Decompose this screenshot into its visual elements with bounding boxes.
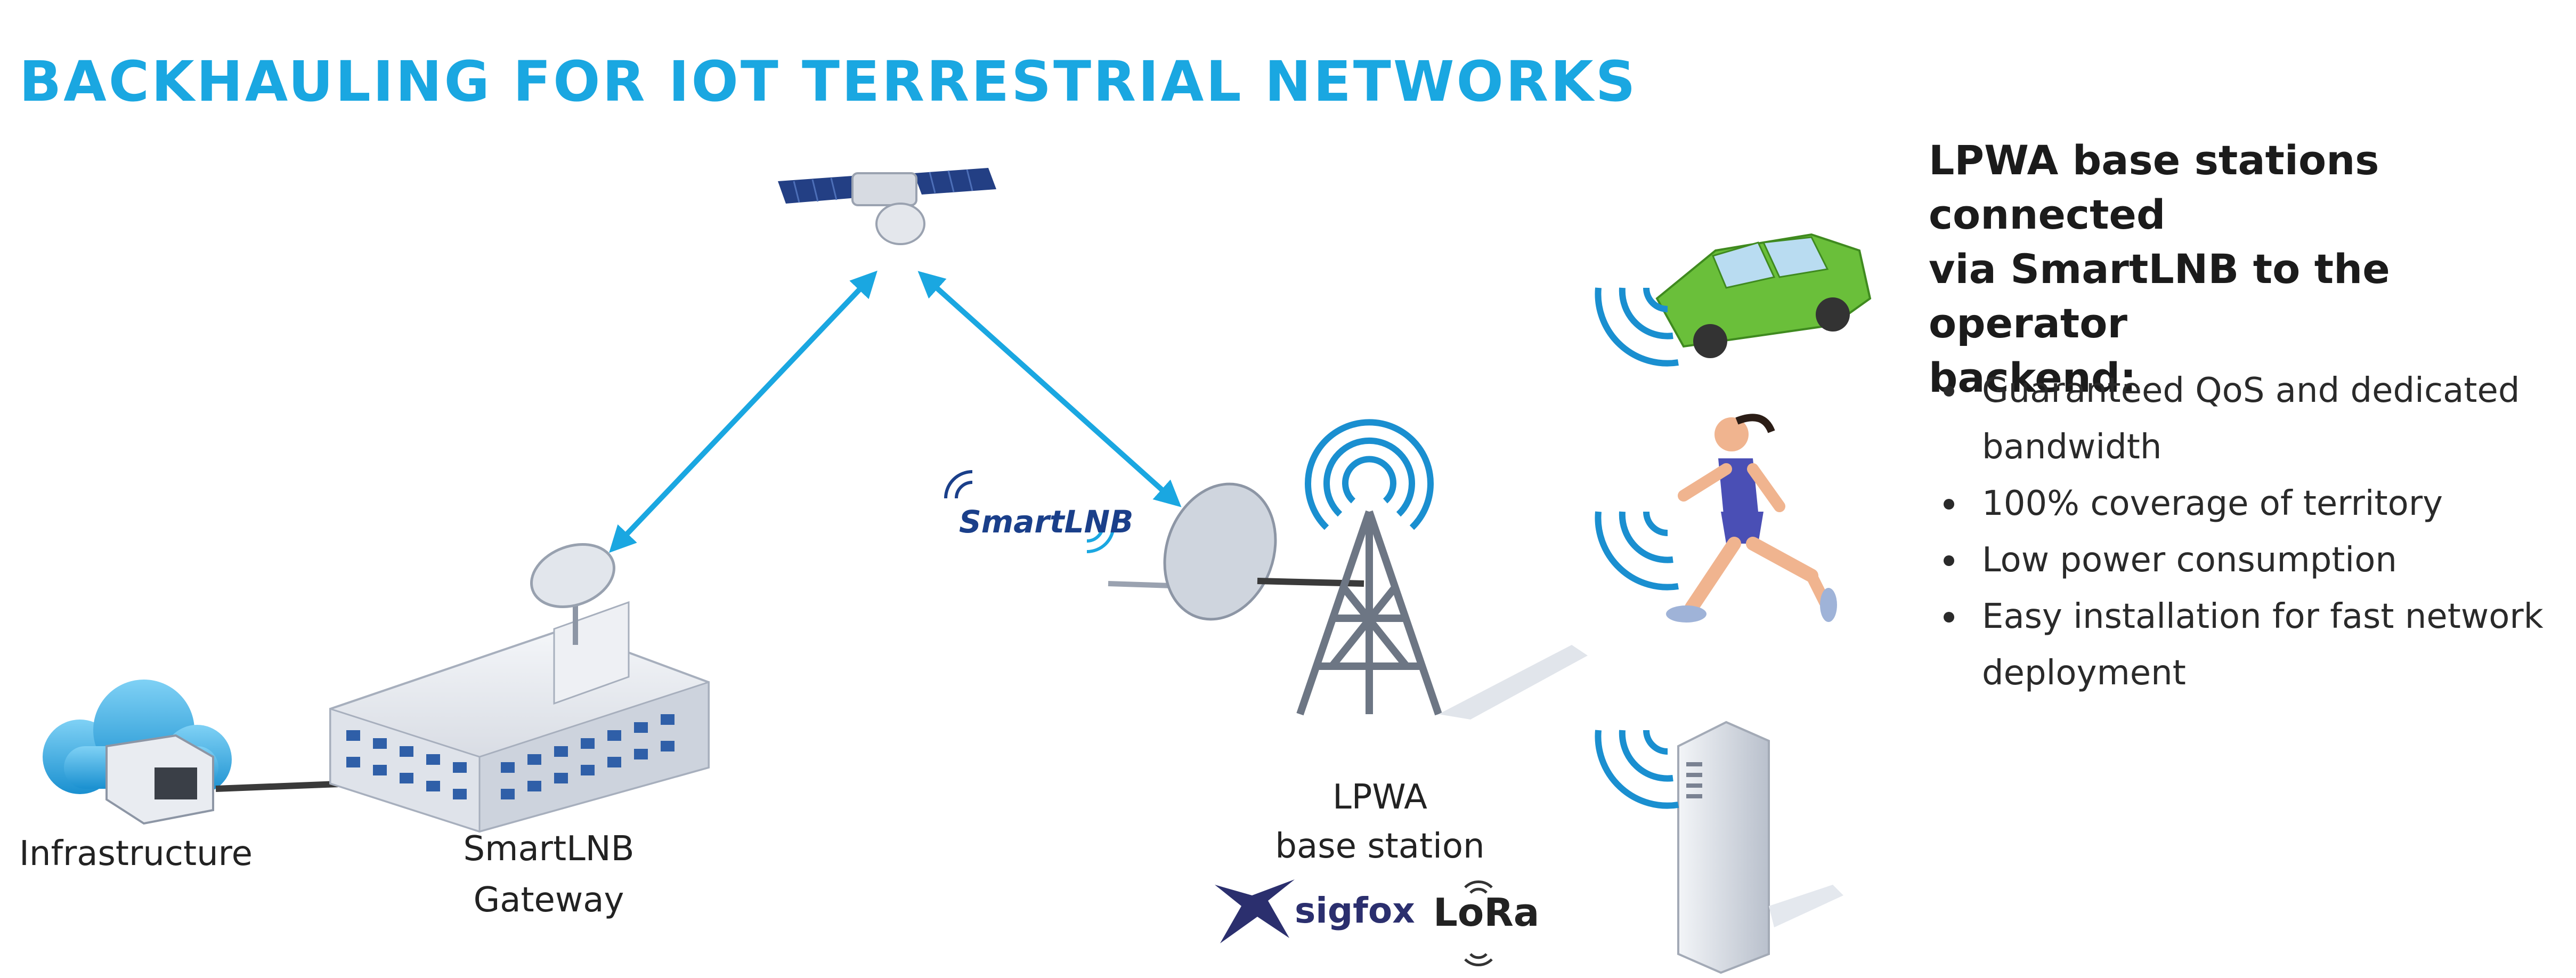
base-station-label-line2: base station xyxy=(1275,827,1485,866)
gateway-label: SmartLNB Gateway xyxy=(437,823,661,926)
panel-heading-line: LPWA base stations connected xyxy=(1929,136,2379,238)
lora-logo xyxy=(1464,880,1493,966)
satellite-icon xyxy=(778,168,996,245)
list-item: 100% coverage of territory xyxy=(1939,475,2568,532)
cloud-server-icon xyxy=(43,680,232,825)
dish-icon xyxy=(530,543,615,645)
page-title: BACKHAULING FOR IOT TERRESTRIAL NETWORKS xyxy=(19,49,1638,114)
list-item-text: deployment xyxy=(1982,653,2186,693)
base-station-label: LPWA base station xyxy=(1241,773,1518,871)
signal-waves-icon xyxy=(1595,511,1679,591)
sigfox-logo-text: sigfox xyxy=(1295,890,1415,931)
smartlnb-logo-text: SmartLNB xyxy=(959,504,1134,540)
list-item-text: Easy installation for fast network xyxy=(1982,597,2544,636)
sigfox-logo xyxy=(1215,879,1295,943)
list-item: Guaranteed QoS and dedicated bandwidth xyxy=(1939,362,2568,475)
smart-meter-icon xyxy=(1677,721,1843,974)
link-arrow-satellite-gateway xyxy=(609,270,877,553)
smartlnb-logo xyxy=(944,470,1115,553)
list-item-text: bandwidth xyxy=(1982,427,2162,467)
feature-list: Guaranteed QoS and dedicated bandwidth 1… xyxy=(1939,362,2568,701)
panel-heading-line: backend: xyxy=(1929,354,2136,401)
gateway-label-line1: SmartLNB xyxy=(463,829,635,869)
panel-heading: LPWA base stations connected via SmartLN… xyxy=(1929,133,2557,405)
lora-logo-text: LoRa xyxy=(1433,890,1540,935)
list-item-text: Guaranteed QoS and dedicated xyxy=(1982,371,2520,410)
link-arrow-satellite-basestation xyxy=(917,271,1182,507)
building-icon xyxy=(329,601,710,833)
infrastructure-label: Infrastructure xyxy=(19,834,253,874)
car-icon xyxy=(1655,233,1872,358)
signal-waves-icon xyxy=(1305,419,1434,530)
gateway-label-line2: Gateway xyxy=(473,880,624,920)
dish-icon xyxy=(1108,482,1364,621)
signal-waves-icon xyxy=(1595,287,1679,367)
base-station-label-line1: LPWA xyxy=(1332,778,1427,817)
tower-icon xyxy=(1296,510,1588,720)
panel-heading-line: via SmartLNB to the operator xyxy=(1929,245,2390,347)
list-item: Easy installation for fast network deplo… xyxy=(1939,588,2568,701)
list-item-text: Low power consumption xyxy=(1982,540,2397,580)
list-item: Low power consumption xyxy=(1939,532,2568,588)
signal-waves-icon xyxy=(1595,730,1679,809)
runner-icon xyxy=(1666,414,1837,623)
list-item-text: 100% coverage of territory xyxy=(1982,484,2443,523)
